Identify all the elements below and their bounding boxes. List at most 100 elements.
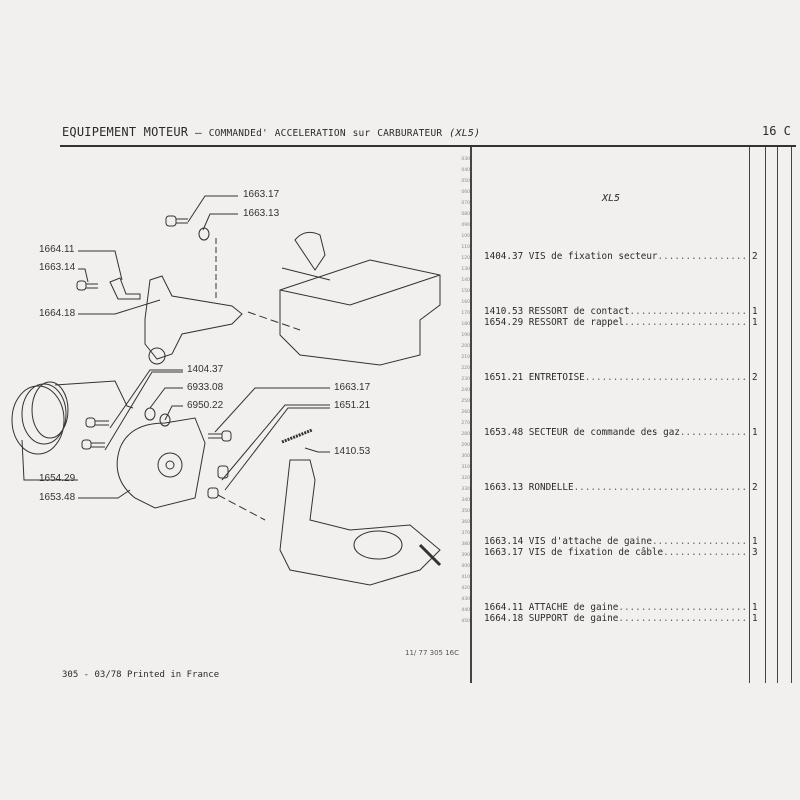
title-dash: – xyxy=(195,126,202,139)
leader-line xyxy=(164,405,183,421)
ruler-tick-label: 330 xyxy=(461,487,470,492)
exploded-diagram xyxy=(11,195,442,586)
part-description: RESSORT de contact xyxy=(528,306,630,317)
ruler-tick-label: 390 xyxy=(461,553,470,558)
leader-line xyxy=(78,250,123,281)
screw-part xyxy=(208,430,232,442)
washer-part xyxy=(159,413,171,427)
qty-column-line xyxy=(765,147,766,683)
contact-spring-part xyxy=(281,428,313,444)
parts-list-row: 1664.18 SUPPORT de gaine................… xyxy=(484,613,746,624)
part-description: ENTRETOISE xyxy=(528,372,585,383)
dot-leader: ........................................… xyxy=(663,547,746,558)
parts-list-row: 1651.21 ENTRETOISE......................… xyxy=(484,372,746,383)
throttle-bore xyxy=(353,530,403,560)
part-ref: 1410.53 xyxy=(484,306,524,317)
ruler-tick-label: 280 xyxy=(461,432,470,437)
page-number: 16 C xyxy=(762,124,791,138)
callout-label: 1651.21 xyxy=(334,400,371,411)
carburettor-body xyxy=(279,259,441,366)
parts-list-row: 1663.17 VIS de fixation de câble........… xyxy=(484,547,746,558)
ruler-tick-label: 340 xyxy=(461,498,470,503)
ruler-tick-label: 210 xyxy=(461,355,470,360)
ruler-tick-label: 320 xyxy=(461,476,470,481)
part-ref: 1664.11 xyxy=(484,602,524,613)
ruler-tick-label: 380 xyxy=(461,542,470,547)
callout-label: 6950.22 xyxy=(187,400,224,411)
carburettor-base xyxy=(279,459,441,586)
part-ref: 1651.21 xyxy=(484,372,524,383)
dot-leader: ........................................… xyxy=(679,427,746,438)
ruler-tick-label: 430 xyxy=(461,597,470,602)
spacer-part xyxy=(207,487,219,499)
part-ref: 1663.13 xyxy=(484,482,524,493)
screw-part xyxy=(81,439,105,450)
return-spring-part xyxy=(11,380,134,455)
part-description: VIS d'attache de gaine xyxy=(528,536,652,547)
ruler-tick-label: 110 xyxy=(461,245,470,250)
ruler-tick-label: 150 xyxy=(461,289,470,294)
ruler-tick-label: 100 xyxy=(461,234,470,239)
dot-leader: ........................................… xyxy=(618,602,746,613)
part-quantity: 1 xyxy=(752,306,758,317)
assembly-axis xyxy=(217,494,266,521)
part-quantity: 2 xyxy=(752,372,758,383)
ruler-tick-label: 050 xyxy=(461,179,470,184)
ruler-tick-label: 140 xyxy=(461,278,470,283)
ruler-tick-label: 040 xyxy=(461,168,470,173)
parts-list-row: 1654.29 RESSORT de rappel...............… xyxy=(484,317,746,328)
ruler-tick-label: 250 xyxy=(461,399,470,404)
ruler-tick-label: 370 xyxy=(461,531,470,536)
ruler-tick-label: 360 xyxy=(461,520,470,525)
cable-bracket-part xyxy=(144,275,243,360)
leader-line xyxy=(187,195,238,223)
callout-label: 1653.48 xyxy=(39,492,76,503)
diagram-reference: 11/ 77 305 16C xyxy=(405,649,460,657)
dot-leader: ........................................… xyxy=(573,482,746,493)
part-description: RESSORT de rappel xyxy=(528,317,624,328)
part-description: SUPPORT de gaine xyxy=(528,613,619,624)
throttle-spindle xyxy=(418,543,442,567)
nut-part xyxy=(144,407,156,421)
variant-header: XL5 xyxy=(602,193,621,204)
washer-part xyxy=(198,227,210,241)
leader-line xyxy=(224,407,330,491)
callout-label: 1664.11 xyxy=(39,244,75,255)
ruler-tick-label: 240 xyxy=(461,388,470,393)
leader-line xyxy=(304,447,330,453)
carburettor-shaft xyxy=(281,267,331,281)
parts-list-row: 1663.13 RONDELLE........................… xyxy=(484,482,746,493)
ruler-tick-label: 310 xyxy=(461,465,470,470)
dot-leader: ........................................… xyxy=(651,536,746,547)
ruler-tick-label: 130 xyxy=(461,267,470,272)
callout-label: 1663.17 xyxy=(334,382,371,393)
callout-label: 1404.37 xyxy=(187,364,224,375)
leader-line xyxy=(149,387,183,409)
ruler-tick-label: 440 xyxy=(461,608,470,613)
part-ref: 1663.14 xyxy=(484,536,524,547)
ruler-tick-label: 080 xyxy=(461,212,470,217)
part-ref: 1654.29 xyxy=(484,317,524,328)
dot-leader: ........................................… xyxy=(584,372,746,383)
ruler-tick-label: 180 xyxy=(461,322,470,327)
part-description: VIS de fixation secteur xyxy=(528,251,658,262)
callout-label: 1663.13 xyxy=(243,208,280,219)
parts-list-row: 1410.53 RESSORT de contact..............… xyxy=(484,306,746,317)
ruler-tick-label: 230 xyxy=(461,377,470,382)
parts-list-row: 1404.37 VIS de fixation secteur.........… xyxy=(484,251,746,262)
ruler-tick-label: 400 xyxy=(461,564,470,569)
ruler-tick-label: 160 xyxy=(461,300,470,305)
part-quantity: 3 xyxy=(752,547,758,558)
leader-line xyxy=(78,489,131,499)
dot-leader: ........................................… xyxy=(629,306,746,317)
ruler-tick-label: 410 xyxy=(461,575,470,580)
carburettor-fitting xyxy=(294,231,326,271)
callout-label: 6933.08 xyxy=(187,382,224,393)
page-title: EQUIPEMENT MOTEUR – COMMANDEd' ACCELERAT… xyxy=(62,125,480,139)
screw-part xyxy=(76,280,98,291)
part-ref: 1664.18 xyxy=(484,613,524,624)
ruler-tick-label: 260 xyxy=(461,410,470,415)
leader-line xyxy=(214,387,330,433)
part-quantity: 1 xyxy=(752,317,758,328)
callout-label: 1654.29 xyxy=(39,473,76,484)
